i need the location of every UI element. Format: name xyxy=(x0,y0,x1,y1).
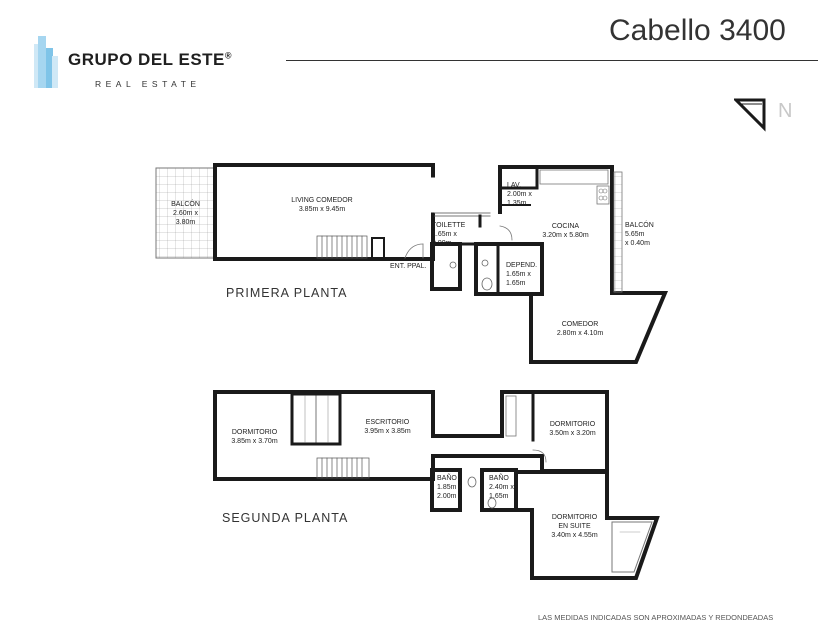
logo-mark xyxy=(34,36,58,88)
bano-2-walls xyxy=(480,468,518,512)
property-title: Cabello 3400 xyxy=(609,14,786,47)
room-label-entrada: ENT. PPAL. xyxy=(390,263,427,270)
brand-subtitle: REAL ESTATE xyxy=(95,79,201,89)
balcony-right xyxy=(613,171,623,293)
first-floor-plan xyxy=(155,163,669,364)
north-arrow-icon xyxy=(734,98,766,132)
stairs-second xyxy=(316,457,370,479)
balcony-left xyxy=(155,167,215,259)
north-letter: N xyxy=(778,100,793,122)
floor-label-first: PRIMERA PLANTA xyxy=(226,286,348,300)
title-divider xyxy=(286,60,818,61)
stairs-first xyxy=(316,235,385,259)
dependencia-walls xyxy=(474,242,544,296)
second-floor-plan xyxy=(213,390,660,580)
disclaimer-text: LAS MEDIDAS INDICADAS SON APROXIMADAS Y … xyxy=(538,613,774,622)
brand-name: GRUPO DEL ESTE® xyxy=(68,50,233,69)
toilette-walls xyxy=(430,242,462,291)
floor-label-second: SEGUNDA PLANTA xyxy=(222,511,349,525)
suite-walls xyxy=(514,470,660,580)
bano-1-walls xyxy=(430,468,462,512)
